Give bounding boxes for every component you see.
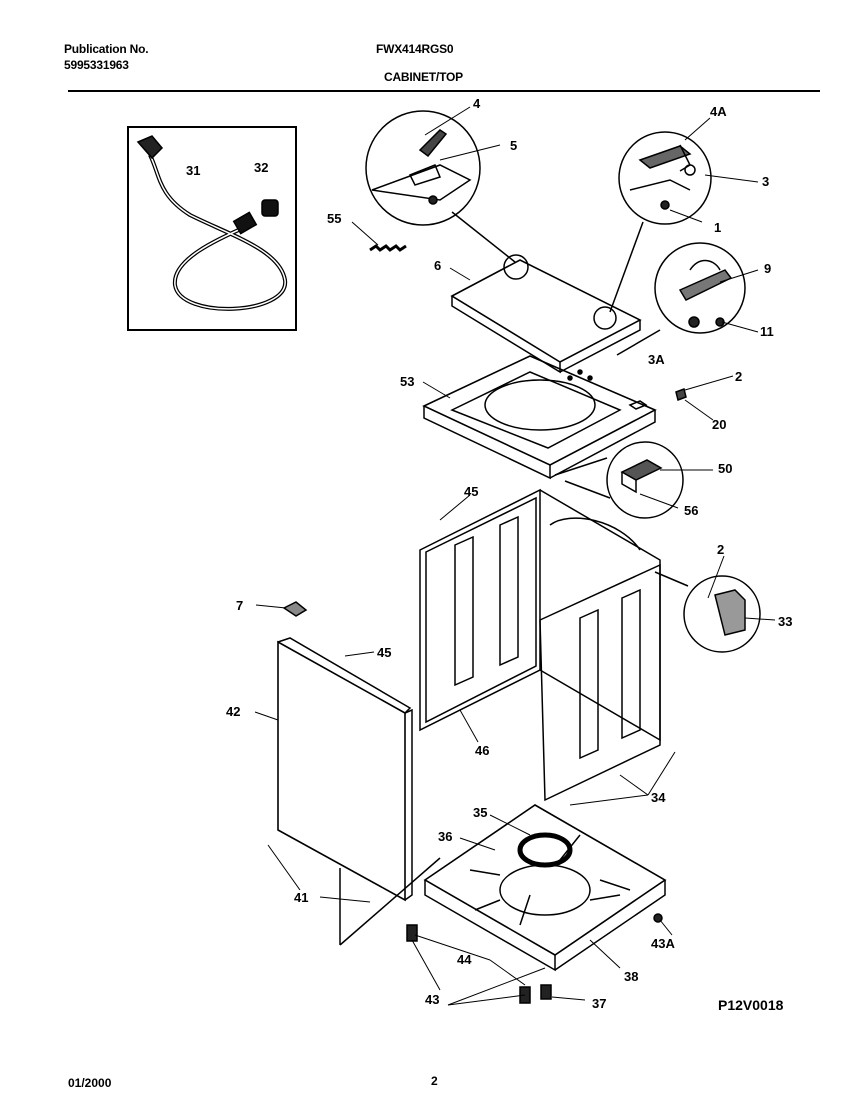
callout-50: 50	[718, 461, 732, 476]
base-frame	[339, 804, 667, 972]
callout-4: 4	[473, 96, 481, 111]
callout-5: 5	[510, 138, 517, 153]
callout-43a: 43A	[651, 936, 675, 951]
callout-42: 42	[226, 704, 240, 719]
hinge-inset-right	[618, 131, 712, 225]
lid-lock-inset	[654, 242, 746, 334]
callout-6: 6	[434, 258, 441, 273]
model-number: FWX414RGS0	[376, 42, 454, 56]
callout-7: 7	[236, 598, 243, 613]
hinge-inset-left	[365, 110, 481, 226]
callout-9: 9	[764, 261, 771, 276]
publication-number: 5995331963	[64, 58, 129, 72]
callout-46: 46	[475, 743, 489, 758]
callout-45-front: 45	[377, 645, 391, 660]
lid	[450, 259, 642, 374]
publication-label: Publication No.	[64, 42, 149, 56]
side-panel-right	[539, 563, 661, 802]
callout-31: 31	[186, 163, 200, 178]
callout-1: 1	[714, 220, 721, 235]
callout-41: 41	[294, 890, 308, 905]
callout-33: 33	[778, 614, 792, 629]
callout-53: 53	[400, 374, 414, 389]
callout-20: 20	[712, 417, 726, 432]
cabinet-top	[422, 355, 657, 480]
bracket-inset	[654, 571, 761, 653]
callout-3a: 3A	[648, 352, 665, 367]
header-rule	[68, 90, 820, 92]
footer-page-number: 2	[431, 1074, 438, 1088]
callout-43: 43	[425, 992, 439, 1007]
section-title: CABINET/TOP	[384, 70, 463, 84]
callout-32: 32	[254, 160, 268, 175]
callout-35: 35	[473, 805, 487, 820]
power-cord-inset	[127, 126, 297, 331]
callout-2-top: 2	[735, 369, 742, 384]
callout-55: 55	[327, 211, 341, 226]
callout-44: 44	[457, 952, 472, 967]
front-panel	[277, 637, 413, 902]
callout-3: 3	[762, 174, 769, 189]
rear-panel	[419, 488, 661, 742]
switch-inset	[554, 441, 684, 519]
callout-38: 38	[624, 969, 638, 984]
callout-2-mid: 2	[717, 542, 724, 557]
callout-37: 37	[592, 996, 606, 1011]
callout-45-top: 45	[464, 484, 478, 499]
callout-11: 11	[760, 324, 774, 339]
callout-4a: 4A	[710, 104, 727, 119]
diagram-code: P12V0018	[718, 997, 784, 1013]
callout-56: 56	[684, 503, 698, 518]
callout-36: 36	[438, 829, 452, 844]
callout-34: 34	[651, 790, 666, 805]
footer-date: 01/2000	[68, 1076, 112, 1090]
